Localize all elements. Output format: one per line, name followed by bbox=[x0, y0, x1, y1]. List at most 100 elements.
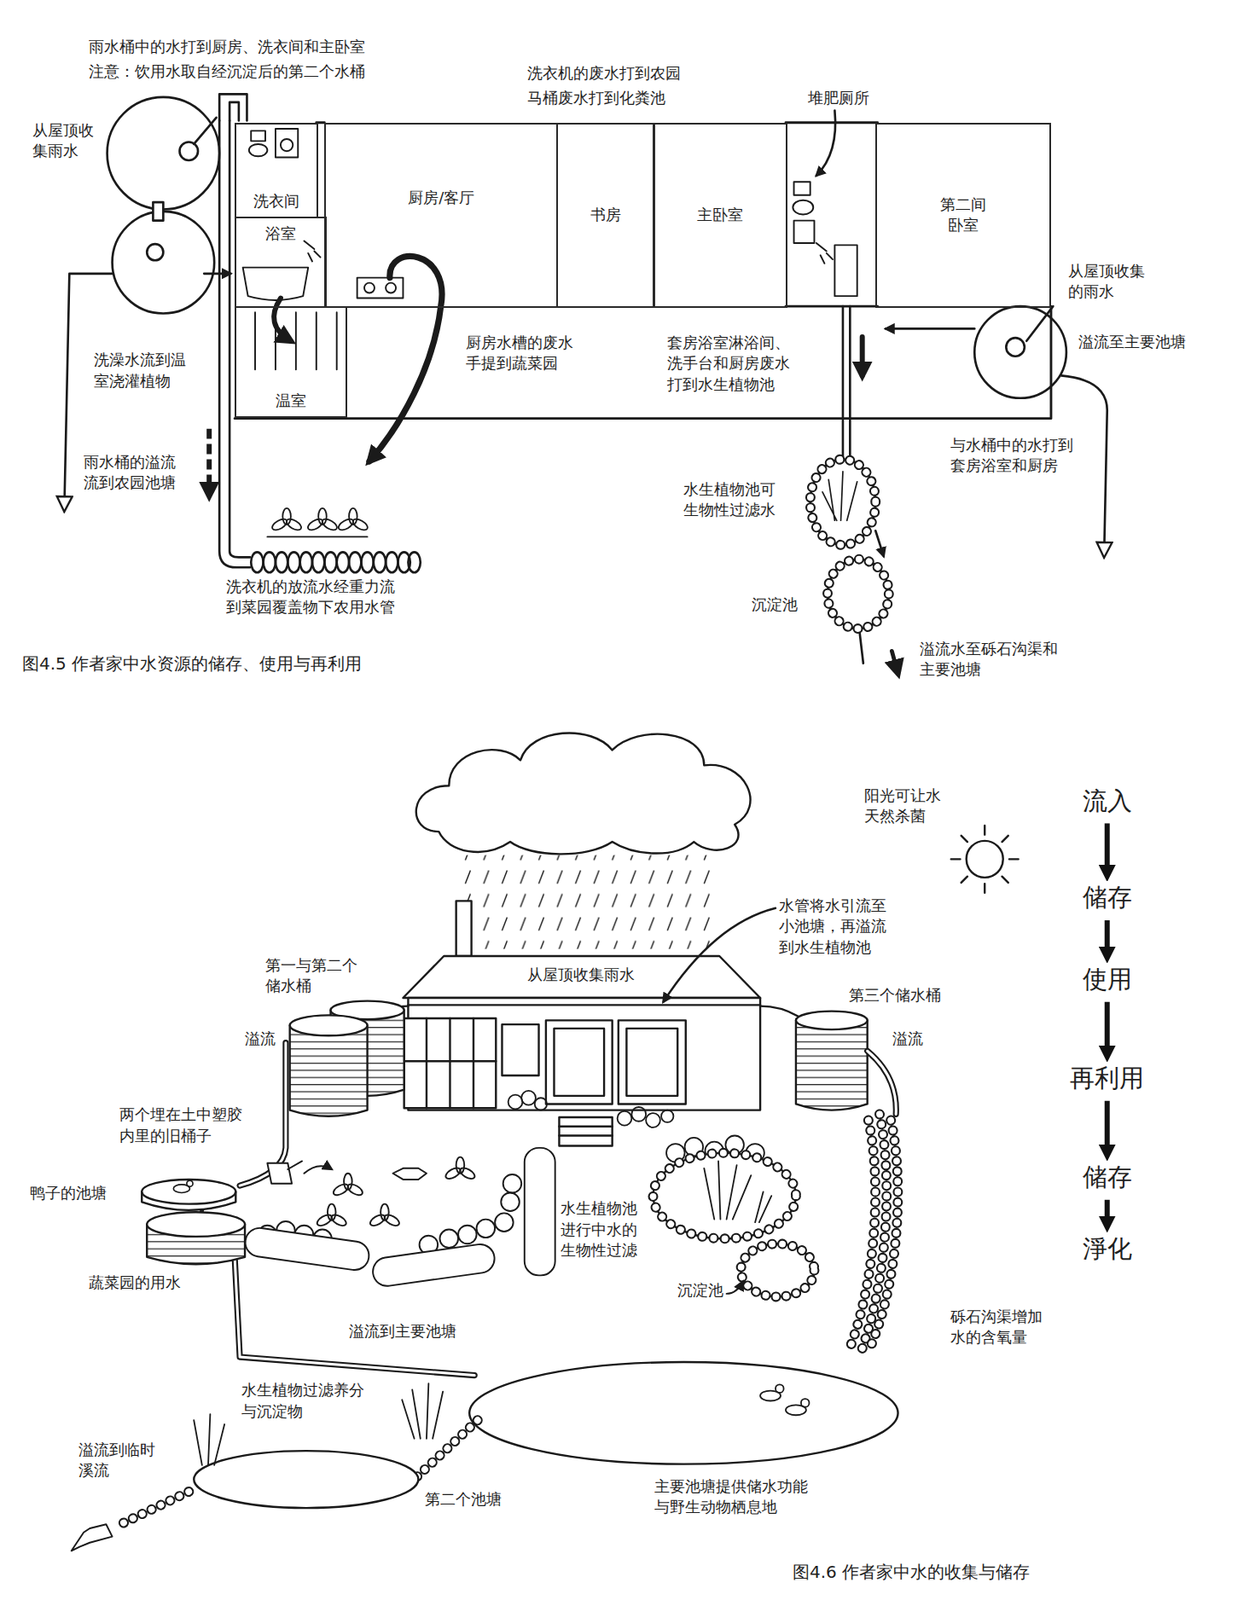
reed-pond bbox=[726, 1282, 744, 1295]
annotation-text: 厨房水槽的废水手提到蔬菜园 bbox=[464, 332, 580, 375]
garden-plant bbox=[320, 517, 339, 533]
vegetable-garden bbox=[443, 1166, 462, 1182]
shrub bbox=[745, 1144, 765, 1163]
rain-tank bbox=[974, 306, 1067, 399]
house bbox=[558, 1127, 612, 1137]
overflow-pipe bbox=[199, 1202, 204, 1219]
room-label: 厨房/客厅 bbox=[406, 187, 477, 209]
fixture-icon bbox=[250, 130, 266, 141]
soaker-hose bbox=[275, 551, 288, 573]
gravel-channel bbox=[859, 1114, 887, 1358]
fixture-icon bbox=[385, 283, 396, 294]
room-label: 浴室 bbox=[263, 223, 298, 244]
rain-tank bbox=[107, 97, 221, 210]
figure-two-art bbox=[71, 732, 1019, 1552]
gravel-channel bbox=[870, 1121, 898, 1348]
gravel-channel bbox=[848, 1114, 898, 1358]
main-pond bbox=[760, 1391, 781, 1402]
soaker-hose bbox=[250, 551, 421, 573]
vegetable-garden bbox=[371, 1243, 497, 1289]
vegetable-garden bbox=[276, 1221, 296, 1241]
storage-tank bbox=[331, 1010, 405, 1096]
reed-pond bbox=[810, 459, 889, 630]
flow-arrow bbox=[1104, 1200, 1110, 1227]
room-label: 第二间卧室 bbox=[936, 194, 990, 237]
reed-pond bbox=[740, 1243, 814, 1297]
second-pond bbox=[116, 1492, 189, 1528]
soaker-hose bbox=[336, 551, 349, 573]
vegetable-garden bbox=[346, 1182, 365, 1198]
buried-tub bbox=[141, 1179, 236, 1205]
flow-arrow bbox=[1104, 1101, 1110, 1156]
fixture-icon bbox=[243, 128, 858, 301]
water-pipe bbox=[859, 628, 864, 664]
storage-tank bbox=[331, 1001, 405, 1021]
annotation-text: 阳光可让水天然杀菌 bbox=[862, 785, 947, 828]
annotation-text: 第三个储水桶 bbox=[847, 985, 943, 1006]
reed-pond bbox=[810, 459, 877, 546]
second-pond bbox=[71, 1414, 419, 1552]
overflow-pipe bbox=[234, 1257, 475, 1377]
storage-tank bbox=[795, 1020, 868, 1110]
main-pond bbox=[416, 1420, 478, 1478]
vegetable-garden bbox=[500, 1192, 520, 1212]
water-pipe bbox=[848, 306, 852, 465]
main-pond bbox=[785, 1405, 807, 1416]
buried-tub bbox=[186, 1180, 193, 1187]
main-pond bbox=[775, 1384, 785, 1394]
vegetable-garden bbox=[343, 1173, 353, 1191]
flow-arrow-art bbox=[859, 336, 866, 376]
vegetable-garden bbox=[440, 1230, 459, 1249]
house-wall bbox=[234, 122, 1052, 419]
water-pipe bbox=[193, 117, 216, 145]
annotation-text: 从屋顶收集雨水 bbox=[30, 120, 100, 163]
house bbox=[618, 1020, 686, 1104]
rain bbox=[453, 855, 715, 950]
garden-plant bbox=[336, 517, 355, 533]
garden-plant bbox=[351, 517, 370, 533]
house bbox=[626, 1028, 678, 1097]
fixture-icon bbox=[816, 243, 833, 264]
reed-pond bbox=[740, 1243, 814, 1297]
cloud bbox=[416, 732, 751, 854]
rain-tank bbox=[152, 202, 163, 221]
flow-arrow bbox=[1104, 920, 1110, 958]
water-pipe bbox=[885, 327, 975, 331]
vegetable-garden bbox=[267, 1161, 303, 1184]
fixture-icon bbox=[243, 267, 309, 301]
house bbox=[402, 956, 761, 999]
storage-tank bbox=[290, 1025, 368, 1116]
shrub bbox=[617, 1111, 633, 1127]
vegetable-garden bbox=[392, 1168, 426, 1180]
vegetable-garden bbox=[458, 1166, 477, 1182]
house-wall bbox=[234, 306, 1052, 419]
house bbox=[553, 1028, 605, 1097]
vegetable-garden bbox=[258, 1225, 278, 1245]
buried-tub bbox=[146, 1225, 245, 1266]
flow-step-text: 使用 bbox=[1077, 963, 1138, 997]
shrub bbox=[666, 1144, 686, 1163]
storage-tank bbox=[290, 1015, 368, 1036]
fixture-icon bbox=[794, 220, 815, 244]
fixture-icon bbox=[280, 139, 293, 152]
soaker-hose bbox=[287, 551, 300, 573]
annotation-text: 注意：饮用水取自经沉淀后的第二个水桶 bbox=[87, 61, 367, 82]
figure-one-art bbox=[63, 93, 1107, 674]
annotation-text: 雨水桶中的水打到厨房、洗衣间和主卧室 bbox=[87, 36, 367, 58]
annotation-text: 套房浴室淋浴间、洗手台和厨房废水打到水生植物池 bbox=[665, 332, 796, 396]
soaker-hose bbox=[397, 551, 410, 573]
reed-pond bbox=[652, 1153, 814, 1298]
annotation-text: 溢流 bbox=[890, 1028, 925, 1050]
house bbox=[501, 1024, 539, 1076]
fixture-icon bbox=[275, 128, 298, 157]
gravel-channel bbox=[870, 1121, 898, 1348]
annotation-text: 水生植物过滤养分与沉淀物 bbox=[239, 1380, 371, 1423]
annotation-text: 洗澡水流到温室浇灌植物 bbox=[92, 349, 192, 392]
soaker-hose bbox=[324, 551, 337, 573]
main-pond bbox=[801, 1399, 810, 1408]
shrub bbox=[685, 1138, 704, 1157]
reed-pond bbox=[827, 559, 889, 629]
annotation-text: 溢流 bbox=[243, 1028, 278, 1050]
buried-tub bbox=[173, 1185, 190, 1194]
